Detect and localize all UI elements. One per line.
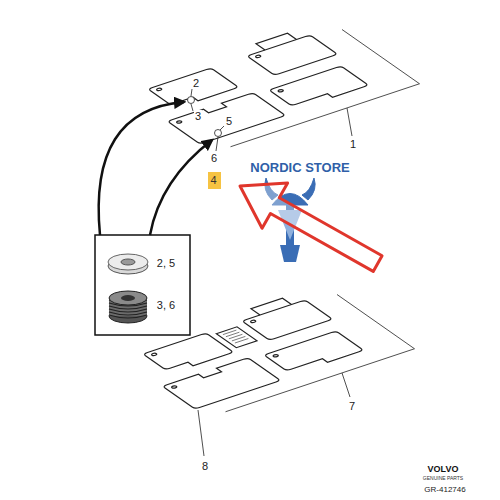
mat-set-lower [116,285,415,418]
mat-set-upper [121,20,420,153]
fastener-detail-inset [95,235,190,335]
watermark-text: NORDIC STORE [249,161,350,175]
leader-lines [188,89,353,456]
clip-coil [109,312,147,315]
callout-number: 4 [211,174,218,186]
highlighted-callout: 4 [208,172,221,189]
callout-number: 2, 5 [156,257,176,269]
clip-coil [109,309,147,312]
callout-number: 1 [349,138,357,150]
callout-number: 8 [201,460,209,472]
highlight-arrow [227,163,390,286]
callout-number: 7 [348,400,356,412]
pointer-arrows [99,102,212,235]
clip-coil [109,306,147,309]
callout-number: 3, 6 [156,299,176,311]
callout-number: 3 [194,110,202,122]
brand-logo-text: VOLVO [427,465,460,475]
brand-subtitle: GENUINE PARTS [422,476,464,482]
callout-number: 2 [192,77,200,89]
drawing-number: GR-412746 [423,486,466,495]
callout-number: 5 [225,115,233,127]
clip-coil [109,315,147,318]
callout-number: 6 [210,152,218,164]
